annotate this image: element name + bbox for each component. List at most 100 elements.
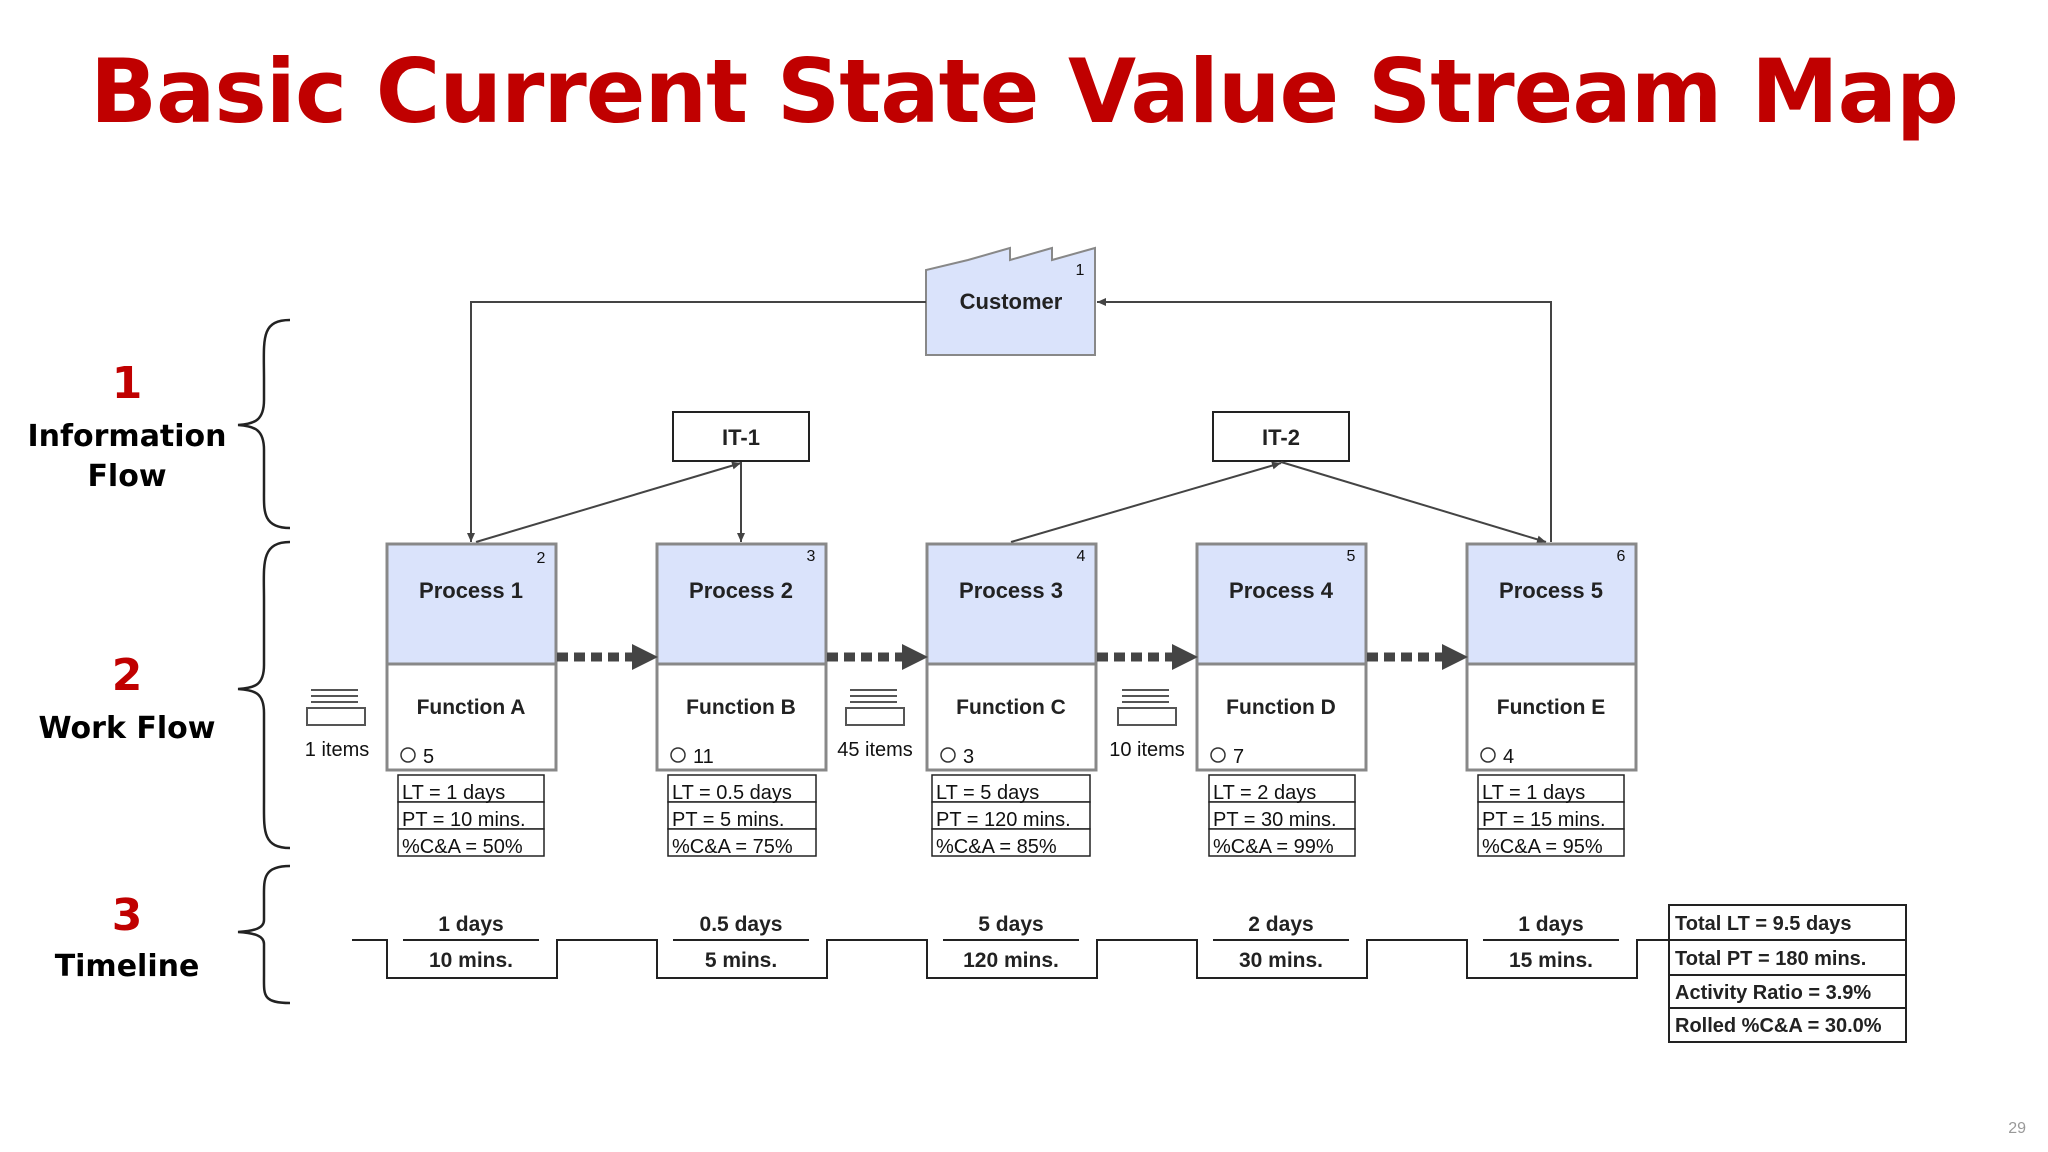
- inventory-1-icon: [306, 689, 366, 726]
- timeline-2-lead: 0.5 days: [700, 913, 783, 936]
- summary-activity-ratio: Activity Ratio = 3.9%: [1675, 982, 1871, 1004]
- data-box-1-pt: PT = 10 mins.: [402, 809, 526, 831]
- data-box-1-lt: LT = 1 days: [402, 782, 505, 804]
- timeline-1-process: 10 mins.: [429, 949, 513, 972]
- it-system-2-box: [1212, 411, 1350, 462]
- inventory-2-label: 45 items: [837, 739, 913, 761]
- process-5-index: 6: [1617, 548, 1626, 565]
- section-1-label-line-1: Information: [27, 419, 226, 454]
- push-arrow-3-4: [1097, 644, 1198, 670]
- data-box-5-pt: PT = 15 mins.: [1482, 809, 1606, 831]
- inventory-1: 1 items: [305, 689, 369, 761]
- process-1: Process 1 2 Function A 5: [385, 542, 558, 772]
- summary-box: Total LT = 9.5 days Total PT = 180 mins.…: [1668, 904, 1907, 1043]
- process-3-header: [925, 542, 1098, 666]
- timeline-3-lead: 5 days: [978, 913, 1043, 936]
- process-2-function: Function B: [686, 696, 796, 719]
- it-system-2: IT-2: [1212, 411, 1350, 462]
- it-system-1-label: IT-1: [722, 425, 760, 450]
- process-2-header: [655, 542, 828, 666]
- process-1-name: Process 1: [419, 578, 523, 603]
- data-box-5-lt: LT = 1 days: [1482, 782, 1585, 804]
- process-1-header: [385, 542, 558, 666]
- process-1-index: 2: [537, 550, 546, 567]
- section-braces: [237, 318, 291, 1005]
- data-box-1-ca: %C&A = 50%: [402, 836, 523, 858]
- process-5-to-customer-arrow: [1097, 298, 1552, 542]
- data-box-4: LT = 2 days PT = 30 mins. %C&A = 99%: [1208, 774, 1356, 858]
- process-3-to-it-2-arrow: [1010, 461, 1282, 543]
- data-box-3-pt: PT = 120 mins.: [936, 809, 1071, 831]
- data-box-2-pt: PT = 5 mins.: [672, 809, 784, 831]
- process-3-operators: 3: [963, 746, 974, 768]
- customer: Customer 1: [925, 246, 1096, 356]
- process-4-header: [1195, 542, 1368, 666]
- process-5-operator-icon: [1480, 747, 1496, 763]
- data-box-5: LT = 1 days PT = 15 mins. %C&A = 95%: [1477, 774, 1625, 858]
- data-box-2-ca: %C&A = 75%: [672, 836, 793, 858]
- process-5-name: Process 5: [1499, 578, 1603, 603]
- process-2-operators: 11: [693, 746, 714, 768]
- process-4-index: 5: [1347, 548, 1356, 565]
- summary-rolled-ca: Rolled %C&A = 30.0%: [1675, 1015, 1882, 1037]
- section-2-number: 2: [112, 650, 143, 701]
- section-3-number: 3: [112, 890, 143, 941]
- process-5-function: Function E: [1497, 696, 1606, 719]
- data-box-2-lt: LT = 0.5 days: [672, 782, 792, 804]
- it-2-to-process-5-arrow: [1280, 461, 1547, 544]
- section-labels: 1 Information Flow 2 Work Flow 3 Timelin…: [27, 358, 226, 984]
- section-3-label-line-1: Timeline: [55, 949, 200, 984]
- process-1-function: Function A: [417, 696, 526, 719]
- process-4-operator-icon: [1210, 747, 1226, 763]
- customer-index: 1: [1076, 262, 1085, 279]
- push-arrow-4-5: [1367, 644, 1468, 670]
- process-1-operators: 5: [423, 746, 434, 768]
- customer-factory-icon: [925, 246, 1096, 356]
- push-arrows: [557, 644, 1468, 670]
- timeline-ladder-line: [352, 939, 1669, 979]
- timeline-3-process: 120 mins.: [963, 949, 1059, 972]
- data-box-3-lt: LT = 5 days: [936, 782, 1039, 804]
- process-3-index: 4: [1077, 548, 1086, 565]
- process-1-operator-icon: [400, 747, 416, 763]
- push-arrow-1-2: [557, 644, 658, 670]
- process-2-operator-icon: [670, 747, 686, 763]
- section-1-label-line-2: Flow: [87, 459, 166, 494]
- data-box-3-ca: %C&A = 85%: [936, 836, 1057, 858]
- timeline-5-process: 15 mins.: [1509, 949, 1593, 972]
- process-3-name: Process 3: [959, 578, 1063, 603]
- process-3-operator-icon: [940, 747, 956, 763]
- summary-total-lt: Total LT = 9.5 days: [1675, 913, 1852, 935]
- timeline-2-process: 5 mins.: [705, 949, 777, 972]
- data-box-1: LT = 1 days PT = 10 mins. %C&A = 50%: [397, 774, 545, 858]
- it-system-1: IT-1: [672, 411, 810, 462]
- data-box-4-lt: LT = 2 days: [1213, 782, 1316, 804]
- data-box-4-pt: PT = 30 mins.: [1213, 809, 1337, 831]
- section-2-label-line-1: Work Flow: [39, 711, 216, 746]
- timeline-1-lead: 1 days: [438, 913, 503, 936]
- it-system-1-box: [672, 411, 810, 462]
- inventory-3-icon: [1117, 689, 1177, 726]
- section-1-number: 1: [112, 358, 143, 409]
- inventory-1-label: 1 items: [305, 739, 369, 761]
- process-4-function: Function D: [1226, 696, 1336, 719]
- timeline-4-lead: 2 days: [1248, 913, 1313, 936]
- process-4: Process 4 5 Function D 7: [1195, 542, 1368, 772]
- process-2: Process 2 3 Function B 11: [655, 542, 828, 772]
- process-2-index: 3: [807, 548, 816, 565]
- brace-timeline: [237, 864, 291, 1005]
- brace-work-flow: [237, 540, 291, 850]
- brace-information-flow: [237, 318, 291, 530]
- summary-total-pt: Total PT = 180 mins.: [1675, 948, 1866, 970]
- information-flow-arrows: [467, 298, 1552, 544]
- timeline-ladder: 1 days 10 mins. 0.5 days 5 mins. 5 days …: [352, 913, 1669, 979]
- process-3-function: Function C: [956, 696, 1066, 719]
- process-3: Process 3 4 Function C 3: [925, 542, 1098, 772]
- push-arrow-2-3: [827, 644, 928, 670]
- timeline-5-lead: 1 days: [1518, 913, 1583, 936]
- inventory-2: 45 items: [837, 689, 913, 761]
- process-5: Process 5 6 Function E 4: [1465, 542, 1638, 772]
- process-4-name: Process 4: [1229, 578, 1334, 603]
- customer-label: Customer: [960, 289, 1063, 314]
